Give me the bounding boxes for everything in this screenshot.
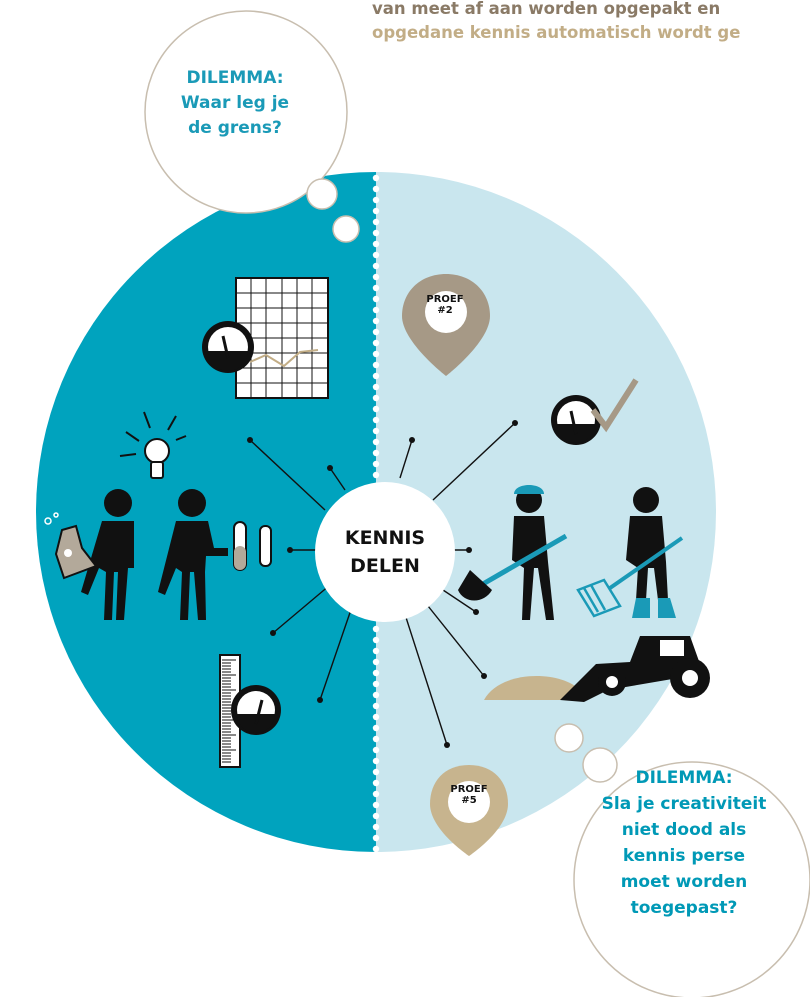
ruler-icon (219, 654, 241, 768)
divider-dot (372, 405, 380, 413)
pin-proef-2-line-2: #2 (437, 305, 453, 316)
divider-dot (372, 669, 380, 677)
divider-dot (372, 823, 380, 831)
divider-dot (372, 361, 380, 369)
divider-dot (372, 801, 380, 809)
dilemma-top-line-2: de grens? (188, 118, 282, 138)
center-line-2: DELEN (350, 555, 420, 577)
gauge-icon-top-left (202, 321, 254, 373)
divider-dot (372, 636, 380, 644)
dilemma-bottom-label: DILEMMA: (635, 768, 733, 788)
tractor-icon (484, 636, 710, 702)
divider-dot (372, 779, 380, 787)
divider-dot (372, 625, 380, 633)
divider-dot (372, 471, 380, 479)
divider-dot (372, 251, 380, 259)
gauge-check-icon (551, 378, 639, 445)
divider-dot (372, 295, 380, 303)
divider-dot (372, 284, 380, 292)
divider-dot (372, 273, 380, 281)
dilemma-bottom-line-1: Sla je creativiteit (601, 794, 767, 814)
dilemma-bottom-line-5: toegepast? (630, 898, 738, 918)
divider-dot (372, 812, 380, 820)
intro-line-1: van meet af aan worden opgepakt en (372, 0, 721, 18)
divider-dot (372, 680, 380, 688)
divider-dot (372, 383, 380, 391)
pin-proef-5-line-2: #5 (461, 795, 477, 806)
divider-dot (372, 427, 380, 435)
divider-dot (372, 262, 380, 270)
dilemma-bottom-line-3: kennis perse (622, 846, 746, 866)
divider-dot (372, 174, 380, 182)
divider-dot (372, 240, 380, 248)
dilemma-bottom-line-2: niet dood als (621, 820, 747, 840)
center-label: KENNIS DELEN (316, 524, 454, 580)
divider-dot (372, 449, 380, 457)
pin-proef-2-label: PROEF #2 (420, 294, 470, 316)
intro-text: van meet af aan worden opgepakt en opged… (372, 0, 810, 45)
intro-line-2: opgedane kennis automatisch wordt ge (372, 23, 741, 42)
pin-proef-5-label: PROEF #5 (444, 784, 494, 806)
divider-dot (372, 350, 380, 358)
pin-proef-5 (430, 765, 508, 856)
divider-dot (372, 658, 380, 666)
divider-dot (372, 196, 380, 204)
divider-dot (372, 834, 380, 842)
divider-dot (372, 460, 380, 468)
divider-dot (372, 713, 380, 721)
divider-dot (372, 438, 380, 446)
dilemma-bottom-text: DILEMMA: Sla je creativiteit niet dood a… (566, 765, 802, 921)
divider-dot (372, 757, 380, 765)
divider-dot (372, 702, 380, 710)
dilemma-bottom-line-4: moet worden (620, 872, 748, 892)
divider-dot (372, 372, 380, 380)
divider-dot (372, 185, 380, 193)
center-line-1: KENNIS (344, 527, 426, 549)
pin-proef-5-line-1: PROEF (450, 784, 488, 795)
light-bulb-icon (119, 411, 187, 479)
worker-with-pitchfork (576, 487, 684, 618)
thought-bubble-top (144, 10, 360, 243)
divider-dot (372, 339, 380, 347)
dilemma-top-text: DILEMMA: Waar leg je de grens? (150, 66, 320, 141)
divider-dot (372, 218, 380, 226)
divider-dot (372, 328, 380, 336)
connector-lines (249, 422, 516, 746)
divider-dot (372, 746, 380, 754)
flask-icon (44, 512, 98, 580)
divider-dot (372, 416, 380, 424)
dilemma-top-line-1: Waar leg je (180, 93, 290, 113)
scientist-figures (81, 489, 228, 620)
divider-dot (372, 790, 380, 798)
gauge-icon-bottom-left (231, 685, 281, 735)
worker-with-shovel (458, 485, 568, 620)
divider-dot (372, 735, 380, 743)
divider-dot (372, 394, 380, 402)
divider-dot (372, 691, 380, 699)
divider-dot (372, 768, 380, 776)
center-circle (315, 482, 455, 622)
divider-dot (372, 317, 380, 325)
pin-proef-2-line-1: PROEF (426, 294, 464, 305)
divider-dot (372, 724, 380, 732)
divider-dot (372, 306, 380, 314)
pin-proef-2 (402, 274, 490, 376)
divider-dot (372, 207, 380, 215)
divider-dot (372, 845, 380, 853)
test-tubes-icon (233, 521, 272, 571)
dilemma-top-label: DILEMMA: (186, 68, 284, 88)
thought-bubble-bottom (554, 723, 810, 997)
connector-dots (247, 420, 518, 748)
divider-dot (372, 229, 380, 237)
divider-dot (372, 647, 380, 655)
